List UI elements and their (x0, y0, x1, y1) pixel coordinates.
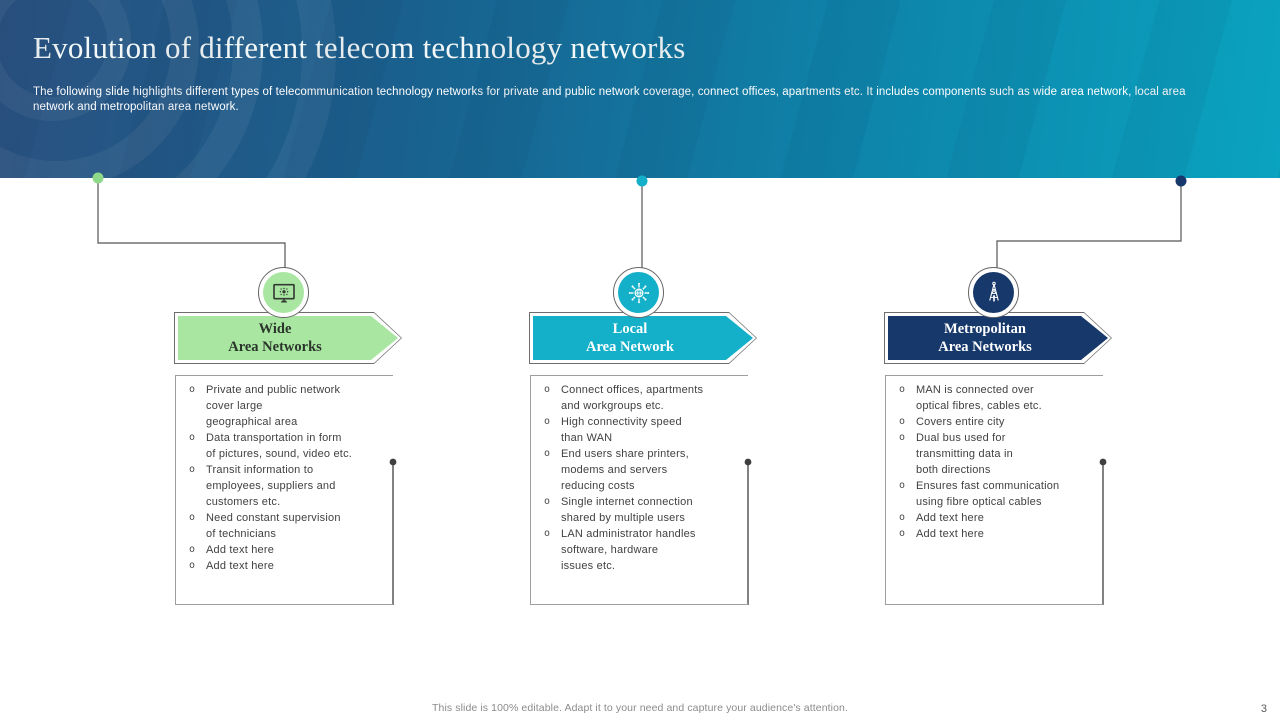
lan-icon-badge (613, 267, 664, 318)
wan-banner-label: Wide Area Networks (228, 321, 322, 355)
connector-line-wan (97, 178, 286, 268)
page-title: Evolution of different telecom technolog… (33, 30, 686, 65)
lan-banner: Local Area Network (529, 312, 757, 364)
monitor-network-icon (263, 272, 304, 313)
footer-note: This slide is 100% editable. Adapt it to… (432, 702, 848, 714)
decorative-arc (0, 0, 199, 178)
man-banner-label: Metropolitan Area Networks (938, 321, 1032, 355)
wan-icon-badge (258, 267, 309, 318)
page-subtitle: The following slide highlights different… (33, 86, 1186, 113)
globe-hub-icon (618, 272, 659, 313)
decorative-arc (0, 0, 263, 178)
connector-line-man (996, 181, 1182, 268)
page-number: 3 (1260, 703, 1267, 715)
decorative-arc (0, 0, 336, 178)
lan-banner-label: Local Area Network (586, 321, 674, 355)
header-band: Evolution of different telecom technolog… (0, 0, 1280, 178)
wan-banner: Wide Area Networks (174, 312, 402, 364)
decorative-arc (0, 0, 131, 121)
man-icon-badge (968, 267, 1019, 318)
antenna-tower-icon (973, 272, 1014, 313)
man-banner: Metropolitan Area Networks (884, 312, 1112, 364)
